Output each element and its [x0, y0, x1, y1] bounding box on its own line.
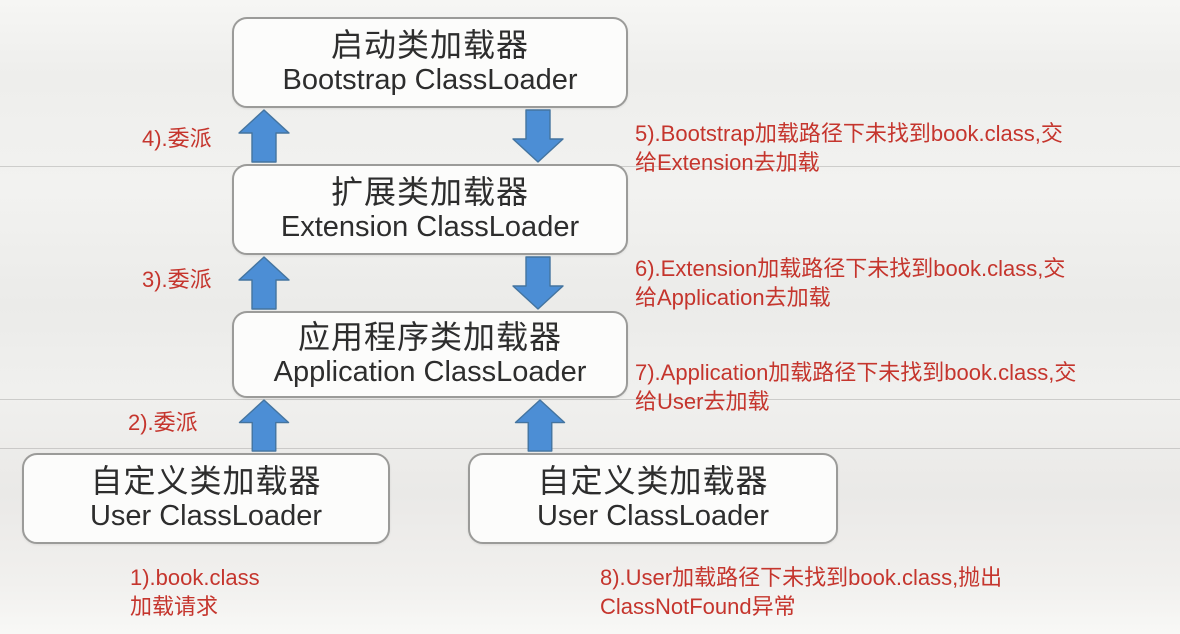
annotation-step5-bootstrap-not-found: 5).Bootstrap加载路径下未找到book.class,交 给Extens…: [635, 121, 1063, 176]
annotation-step2-delegate: 2).委派: [128, 410, 198, 435]
node-application-classloader: 应用程序类加载器 Application ClassLoader: [232, 311, 628, 398]
annotation-step1-load-request: 1).book.class 加载请求: [130, 565, 260, 620]
node-title-zh: 自定义类加载器: [537, 463, 769, 500]
handoff-down-arrow-bootstrap-to-extension: [512, 109, 564, 163]
node-extension-classloader: 扩展类加载器 Extension ClassLoader: [232, 164, 628, 255]
background-band-line: [0, 399, 1180, 400]
node-title-zh: 启动类加载器: [330, 27, 529, 64]
node-title-zh: 应用程序类加载器: [297, 319, 562, 356]
node-bootstrap-classloader: 启动类加载器 Bootstrap ClassLoader: [232, 17, 628, 108]
annotation-step7-application-not-found: 7).Application加载路径下未找到book.class,交 给User…: [635, 360, 1077, 415]
node-title-zh: 自定义类加载器: [90, 463, 322, 500]
node-title-zh: 扩展类加载器: [330, 174, 529, 211]
annotation-step4-delegate: 4).委派: [142, 126, 212, 151]
node-user-classloader-right: 自定义类加载器 User ClassLoader: [468, 453, 838, 544]
node-title-en: User ClassLoader: [536, 500, 770, 533]
delegate-up-arrow-extension-to-bootstrap: [238, 109, 290, 163]
up-arrow-userright-to-application: [514, 399, 566, 452]
annotation-step6-extension-not-found: 6).Extension加载路径下未找到book.class,交 给Applic…: [635, 256, 1066, 311]
node-title-en: Bootstrap ClassLoader: [282, 64, 578, 97]
node-title-en: User ClassLoader: [89, 500, 323, 533]
node-user-classloader-left: 自定义类加载器 User ClassLoader: [22, 453, 390, 544]
delegate-up-arrow-userleft-to-application: [238, 399, 290, 452]
annotation-step3-delegate: 3).委派: [142, 267, 212, 292]
delegate-up-arrow-application-to-extension: [238, 256, 290, 310]
annotation-step8-classnotfound: 8).User加载路径下未找到book.class,抛出 ClassNotFou…: [600, 565, 1003, 620]
background-band-line: [0, 448, 1180, 449]
node-title-en: Application ClassLoader: [273, 356, 587, 389]
handoff-down-arrow-extension-to-application: [512, 256, 564, 310]
node-title-en: Extension ClassLoader: [280, 211, 580, 244]
